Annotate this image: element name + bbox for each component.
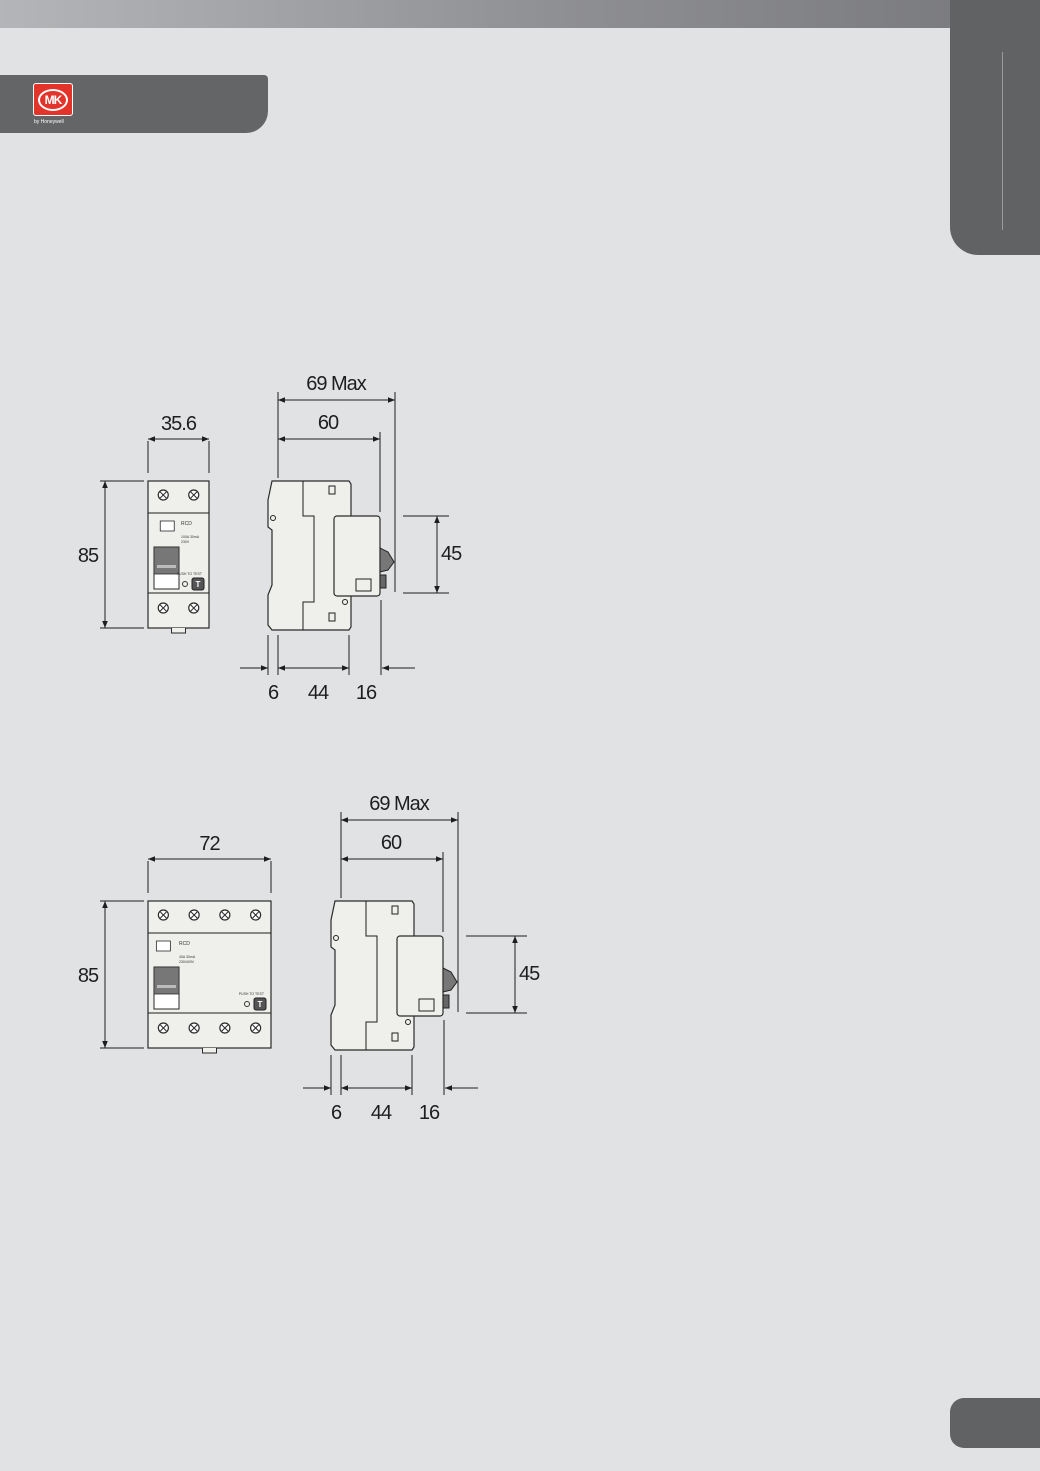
device-side-body (267, 480, 352, 631)
toggle-side (442, 967, 458, 993)
voltage-label: 230/400V (179, 960, 195, 964)
mk-mini-logo (155, 940, 171, 952)
screw-cross (221, 1024, 229, 1032)
side-clip-bottom (328, 612, 336, 622)
din-clip (202, 1048, 217, 1054)
rcd-label: RCD (179, 941, 190, 947)
device-side-body (330, 900, 415, 1051)
screw-cross (252, 1024, 259, 1032)
dimension-label: 44 (308, 682, 329, 704)
screw-cross (252, 911, 259, 919)
brand-bar: MK by Honeywell (0, 75, 268, 133)
side-hole (342, 599, 348, 605)
tab-divider (1002, 52, 1003, 230)
voltage-label: 230V (181, 540, 190, 544)
test-button (191, 577, 205, 591)
dimension-label: 6 (268, 682, 279, 704)
side-profile-line (365, 901, 378, 1050)
dimension-label: 69 Max (306, 373, 367, 395)
toggle-lever (153, 546, 180, 575)
screw-cross (159, 491, 167, 499)
section-tab (950, 0, 1040, 255)
dimension-label: 69 Max (369, 793, 430, 815)
dimension-label: 16 (419, 1102, 440, 1124)
dimension-label: 60 (381, 832, 402, 854)
logo-subline: by Honeywell (34, 119, 64, 125)
screw-cross (221, 911, 229, 919)
mk-mini-logo (159, 520, 175, 532)
side-hole (405, 1019, 411, 1025)
top-bar (0, 0, 950, 28)
dimension-label: 85 (78, 965, 99, 987)
dimension-label: 16 (356, 682, 377, 704)
side-window (418, 998, 435, 1012)
dimension-label: 60 (318, 412, 339, 434)
screw-cross (190, 911, 198, 919)
screw-cross (190, 604, 198, 612)
rcd-label: RCD (181, 521, 192, 527)
side-clip-top (328, 485, 336, 495)
rating-label: 40A 30mA (179, 955, 196, 959)
dimension-label: 72 (199, 833, 220, 855)
din-clip (171, 628, 186, 634)
logo-text: MK (38, 88, 68, 111)
test-button-label: T (258, 1000, 263, 1009)
lever-highlight (157, 565, 176, 568)
screw-cross (190, 1024, 198, 1032)
dimension-label: 45 (441, 543, 462, 565)
rating-label: 100A 30mA (181, 535, 200, 539)
screw-cross (160, 1024, 167, 1032)
toggle-lever (153, 966, 180, 995)
side-window (355, 578, 372, 592)
side-clip-top (391, 905, 399, 915)
side-profile-line (302, 481, 315, 630)
screw-cross (160, 911, 167, 919)
test-button-side (442, 994, 450, 1009)
toggle-side (379, 547, 395, 573)
page-number-box (950, 1398, 1040, 1448)
screw-cross (159, 604, 167, 612)
dimension-label: 6 (331, 1102, 342, 1124)
side-hole (333, 935, 339, 941)
dimension-label: 35.6 (161, 413, 197, 435)
lever-highlight (157, 985, 176, 988)
gear-icon (244, 1001, 250, 1007)
gear-icon (182, 581, 188, 587)
dimension-label: 45 (519, 963, 540, 985)
mk-logo: MK (33, 83, 73, 116)
screw-cross (190, 491, 198, 499)
test-button-side (379, 574, 387, 589)
side-front-cover (396, 935, 444, 1017)
test-button-label: T (196, 580, 201, 589)
dimension-label: 85 (78, 545, 99, 567)
side-front-cover (333, 515, 381, 597)
test-button (253, 997, 267, 1011)
push-to-test-label: PUSH TO TEST (177, 572, 203, 576)
side-hole (270, 515, 276, 521)
push-to-test-label: PUSH TO TEST (239, 992, 265, 996)
dimension-label: 44 (371, 1102, 392, 1124)
side-clip-bottom (391, 1032, 399, 1042)
